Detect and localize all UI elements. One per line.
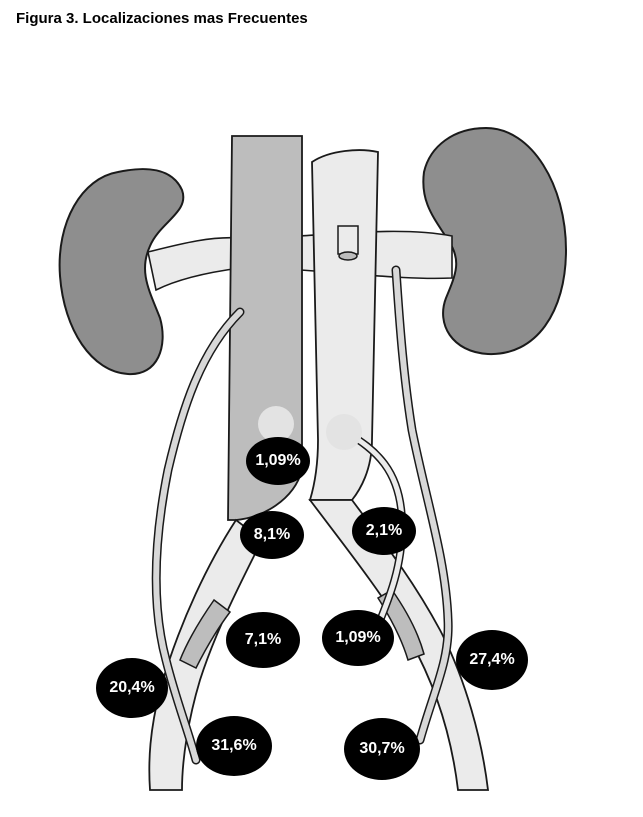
location-badge: 7,1% xyxy=(226,612,300,668)
mesenteric-ostium xyxy=(339,252,357,260)
location-badge: 1,09% xyxy=(246,437,310,485)
location-badge: 1,09% xyxy=(322,610,394,666)
left-renal-vein xyxy=(148,238,240,290)
faint-marker-right xyxy=(326,414,362,450)
location-badge: 31,6% xyxy=(196,716,272,776)
mesenteric-stub xyxy=(338,226,358,254)
location-badge: 2,1% xyxy=(352,507,416,555)
location-badge: 8,1% xyxy=(240,511,304,559)
location-badge: 27,4% xyxy=(456,630,528,690)
location-badge: 30,7% xyxy=(344,718,420,780)
location-badge: 20,4% xyxy=(96,658,168,718)
